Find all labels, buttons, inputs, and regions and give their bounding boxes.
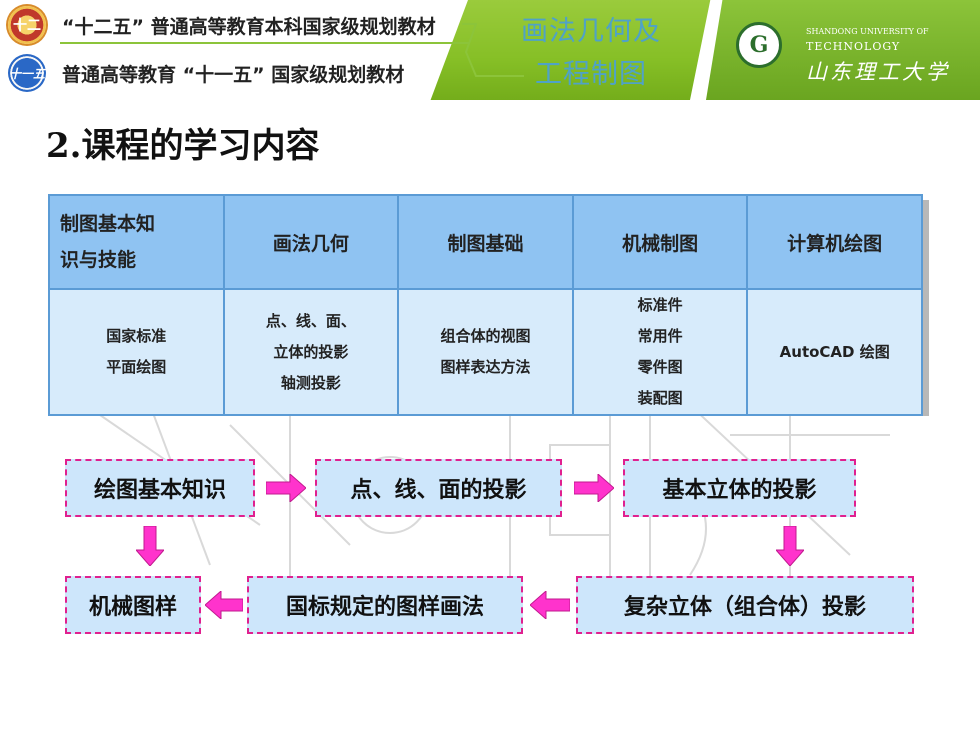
table-cell: 组合体的视图 图样表达方法 bbox=[397, 288, 574, 416]
header-line-2: 普通高等教育 “十一五” 国家级规划教材 bbox=[62, 64, 405, 86]
textbook-seal-text: 十二 bbox=[13, 18, 41, 34]
cell-text-line: 平面绘图 bbox=[106, 358, 167, 376]
table-header-cell: 制图基本知 识与技能 bbox=[48, 194, 225, 290]
arrow-down-icon bbox=[136, 526, 164, 566]
cell-text-line: 标准件 bbox=[637, 296, 683, 314]
eleventh-plan-logo-icon: 十一五 bbox=[8, 54, 46, 92]
header-text-line: 制图基本知 bbox=[60, 213, 156, 235]
arrow-left-icon bbox=[205, 591, 243, 619]
cell-text-line: 装配图 bbox=[637, 389, 683, 407]
course-content-table: 制图基本知 识与技能 画法几何 制图基础 机械制图 计算机绘图 国家标准 平面绘… bbox=[48, 194, 923, 416]
header-line-1: “十二五” 普通高等教育本科国家级规划教材 bbox=[62, 16, 436, 38]
flow-step-composite-solids: 复杂立体（组合体）投影 bbox=[576, 576, 914, 634]
page-title: 2.课程的学习内容 bbox=[46, 126, 320, 166]
arrow-right-icon bbox=[574, 474, 614, 502]
table-cell: 点、线、面、 立体的投影 轴测投影 bbox=[222, 288, 400, 416]
course-table: 制图基本知 识与技能 画法几何 制图基础 机械制图 计算机绘图 国家标准 平面绘… bbox=[48, 194, 923, 416]
table-header-cell: 画法几何 bbox=[222, 194, 400, 290]
textbook-seal-icon: 十二 bbox=[8, 6, 46, 44]
eleventh-plan-logo-text: 十一五 bbox=[8, 66, 45, 81]
table-header-row: 制图基本知 识与技能 画法几何 制图基础 机械制图 计算机绘图 bbox=[48, 194, 923, 290]
course-title-line-2: 工程制图 bbox=[535, 59, 647, 90]
table-header-cell: 机械制图 bbox=[571, 194, 749, 290]
header-divider-line bbox=[462, 23, 524, 77]
university-name-cn: 山东理工大学 bbox=[806, 60, 950, 84]
cell-text-line: 图样表达方法 bbox=[440, 358, 531, 376]
table-cell: 国家标准 平面绘图 bbox=[48, 288, 225, 416]
flow-step-point-line-plane: 点、线、面的投影 bbox=[315, 459, 562, 517]
table-cell: AutoCAD 绘图 bbox=[746, 288, 923, 416]
cell-text-line: 组合体的视图 bbox=[440, 327, 531, 345]
cell-text-line: 轴测投影 bbox=[280, 373, 341, 392]
university-logo-icon: G bbox=[736, 22, 782, 68]
arrow-down-icon bbox=[776, 526, 804, 566]
flow-step-standard-drawing: 国标规定的图样画法 bbox=[247, 576, 523, 634]
header-text-line: 识与技能 bbox=[60, 249, 137, 271]
cell-text-line: AutoCAD 绘图 bbox=[779, 342, 890, 361]
cell-text-line: 立体的投影 bbox=[273, 342, 349, 361]
flow-step-drawing-basics: 绘图基本知识 bbox=[65, 459, 255, 517]
cell-text-line: 常用件 bbox=[637, 327, 683, 345]
course-title-line-1: 画法几何及 bbox=[521, 16, 661, 47]
table-header-cell: 计算机绘图 bbox=[746, 194, 923, 290]
header-left-panel bbox=[0, 0, 468, 100]
header-rule bbox=[60, 42, 470, 44]
university-name-en-2: TECHNOLOGY bbox=[806, 40, 901, 53]
table-row: 国家标准 平面绘图 点、线、面、 立体的投影 轴测投影 组合体的视图 图样表达方… bbox=[48, 288, 923, 416]
arrow-left-icon bbox=[530, 591, 570, 619]
university-name-en-1: SHANDONG UNIVERSITY OF bbox=[806, 27, 929, 36]
arrow-right-icon bbox=[266, 474, 306, 502]
table-cell: 标准件 常用件 零件图 装配图 bbox=[571, 288, 749, 416]
cell-text-line: 国家标准 bbox=[106, 327, 167, 345]
cell-text-line: 点、线、面、 bbox=[265, 311, 356, 330]
university-logo-text: G bbox=[749, 32, 769, 58]
flow-step-mechanical-drawing: 机械图样 bbox=[65, 576, 201, 634]
table-header-cell: 制图基础 bbox=[397, 194, 574, 290]
flow-step-basic-solids: 基本立体的投影 bbox=[623, 459, 856, 517]
cell-text-line: 零件图 bbox=[637, 358, 683, 376]
